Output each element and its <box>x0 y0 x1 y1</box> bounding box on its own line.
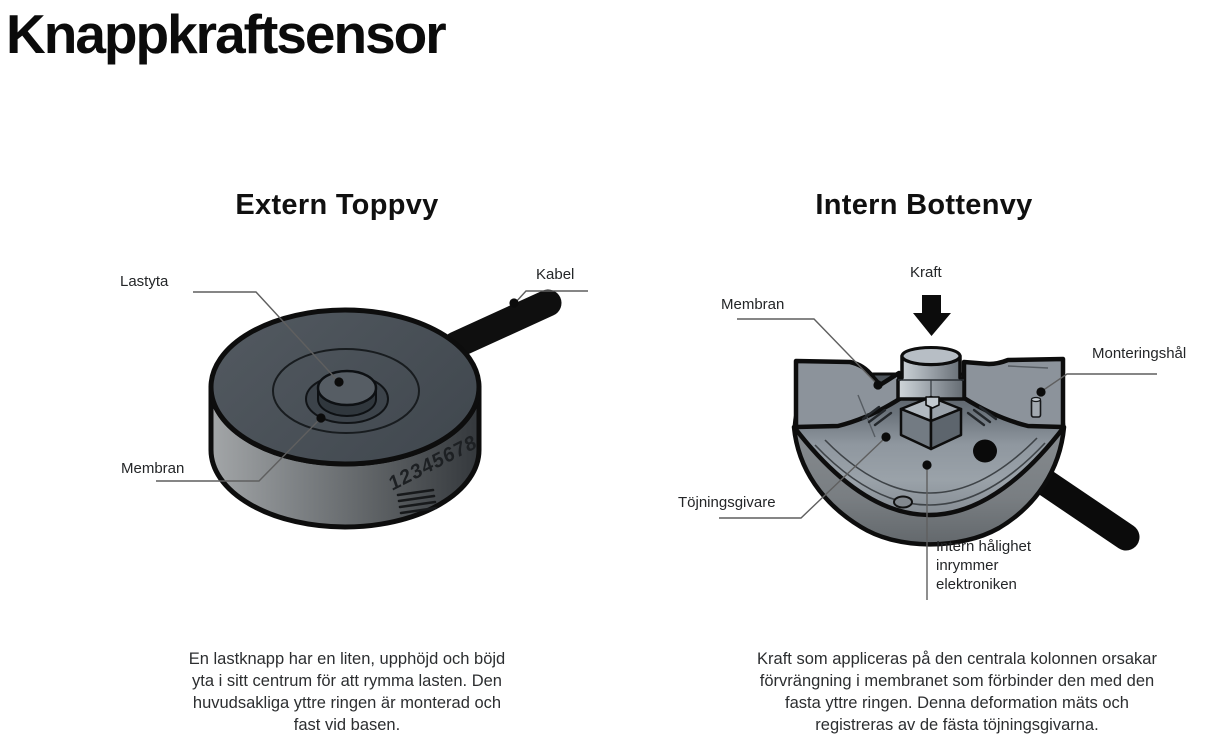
leader-dot-membran-left <box>316 413 326 423</box>
leader-dots <box>316 298 1046 470</box>
left-view-caption: En lastknapp har en liten, upphöjd och b… <box>188 650 506 734</box>
right-view-title: Intern Bottenvy <box>815 189 1033 221</box>
right-cut-edge-line <box>1007 365 1049 369</box>
sensor-top-view-illustration: 12345678 <box>208 289 562 530</box>
leader-line-kabel <box>514 290 588 304</box>
page-title: Knappkraftsensor <box>6 3 447 65</box>
label-kabel: Kabel <box>536 266 575 283</box>
mounting-hole <box>1030 396 1042 418</box>
leader-dot-monteringshal <box>1036 387 1046 397</box>
strain-gauge-hatching-left <box>861 405 893 427</box>
sensor-cutaway-illustration <box>791 295 1140 551</box>
right-view-caption: Kraft som appliceras på den centrala kol… <box>757 650 1157 734</box>
rim-groove-inner <box>824 437 1038 494</box>
label-kraft: Kraft <box>910 264 942 281</box>
strain-gauge-hatching-right <box>966 405 998 427</box>
label-membran-left: Membran <box>121 460 185 477</box>
membrane-ring <box>272 348 420 434</box>
leader-line-lastyta <box>193 291 339 382</box>
rim-groove-outer <box>814 442 1046 506</box>
central-column <box>896 346 966 451</box>
cable <box>442 289 562 359</box>
label-monteringshal: Monteringshål <box>1092 345 1187 362</box>
serial-hatching <box>396 488 438 515</box>
label-lastyta: Lastyta <box>120 273 169 290</box>
leader-dot-lastyta <box>334 377 344 387</box>
kraft-arrow-icon <box>913 295 951 336</box>
leader-dot-tojningsgivare <box>881 432 891 442</box>
leader-line-membran-right <box>737 318 878 385</box>
label-intern-halighet: Intern hålighet inrymmer elektroniken <box>936 538 1032 594</box>
small-hole <box>893 495 913 509</box>
load-button-top <box>316 369 378 407</box>
leader-dot-intern-halighet <box>922 460 932 470</box>
leader-line-tojningsgivare <box>719 437 886 519</box>
leader-lines <box>156 290 1157 600</box>
label-membran-right: Membran <box>721 296 785 313</box>
leader-line-monteringshal <box>1041 373 1157 392</box>
left-view-title: Extern Toppvy <box>235 189 439 221</box>
label-tojningsgivare: Töjningsgivare <box>678 494 776 511</box>
leader-dot-kabel <box>509 298 519 308</box>
leader-line-membran-left <box>156 418 321 482</box>
electronics-hole <box>973 439 997 463</box>
leader-dot-membran-right <box>873 380 883 390</box>
